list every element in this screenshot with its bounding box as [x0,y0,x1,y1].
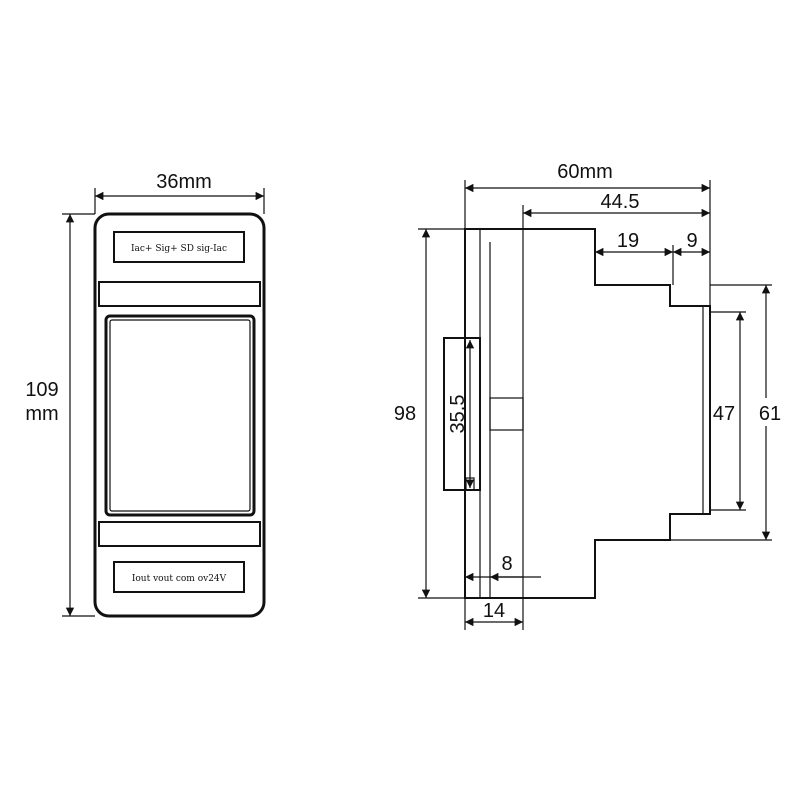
step-19-label: 19 [617,230,639,252]
side-view: 35.5 60mm 44.5 19 9 98 47 [392,161,781,630]
step-9-label: 9 [686,230,697,252]
height-98-label-bg [392,398,422,426]
top-terminal-label: Iac+ Sig+ SD sig-Iac [131,244,227,254]
depth-total-label: 60mm [557,161,613,183]
front-upper-band [98,281,261,307]
height-47-label: 47 [713,403,735,425]
rail-slot-label: 35.5 [447,395,469,434]
width-14-label: 14 [483,600,505,622]
front-height-label-line1: 109 [25,379,58,401]
height-61-label-bg [752,398,780,426]
top-terminal-plate [113,231,245,263]
bottom-terminal-plate [113,561,245,593]
front-height-label-line2: mm [25,403,58,425]
bottom-terminal-label: Iout vout com ov24V [132,574,227,584]
front-housing-outline [93,212,266,618]
display-window [104,314,256,517]
depth-body-label: 44.5 [601,191,640,213]
front-view: Iac+ Sig+ SD sig-Iac Iout vout com ov24V… [18,171,266,618]
front-width-label: 36mm [156,171,212,193]
front-height-label-bg [18,376,68,426]
front-lower-band [98,521,261,547]
width-8-label: 8 [501,553,512,575]
side-profile-outline [464,228,711,599]
height-98-label: 98 [394,403,416,425]
side-clip-detail [489,397,524,431]
rail-slot [443,337,481,491]
display-window-inner [109,319,251,512]
height-61-label: 61 [759,403,781,425]
